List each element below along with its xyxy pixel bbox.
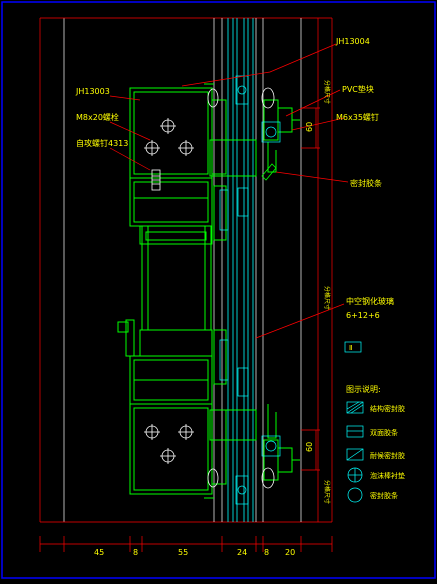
legend-item-3: 泡沫棒衬垫 xyxy=(370,471,405,480)
label-seal: 密封胶条 xyxy=(350,178,382,188)
label-jh13004: JH13004 xyxy=(335,37,370,46)
legend-symbols xyxy=(344,341,364,503)
label-m8x20: M8x20螺栓 xyxy=(76,112,119,122)
label-pvc: PVC垫块 xyxy=(342,84,374,94)
dim-bottom-5: 20 xyxy=(285,548,295,557)
legend-item-2: 耐候密封胶 xyxy=(370,451,405,460)
legend-item-0: 结构密封胶 xyxy=(370,404,405,413)
leader-lines xyxy=(39,18,349,552)
legend-item-1: 双面胶条 xyxy=(370,428,398,437)
dim-vertical-top: 分格尺寸 xyxy=(323,80,331,104)
dim-right-top: 60 xyxy=(305,122,314,132)
dim-right-bottom: 60 xyxy=(305,442,314,452)
legend-item-4: 密封胶条 xyxy=(370,491,398,500)
mullion-profile xyxy=(117,83,300,499)
legend-title: 图示说明: xyxy=(346,384,381,394)
dim-vertical-bottom: 分格尺寸 xyxy=(323,480,331,504)
label-jh13003: JH13003 xyxy=(75,87,110,96)
dim-bottom-4: 8 xyxy=(264,548,269,557)
label-st4313: 自攻螺钉4313 xyxy=(76,138,128,148)
dim-bottom-0: 45 xyxy=(94,548,104,557)
labels: JH13004 JH13003 PVC垫块 M8x20螺栓 M6x35螺钉 自攻… xyxy=(75,37,405,557)
dim-bottom-1: 8 xyxy=(133,548,138,557)
sealant xyxy=(219,75,281,505)
dim-bottom-2: 55 xyxy=(178,548,188,557)
dim-vertical-mid: 分格尺寸 xyxy=(323,286,331,310)
bolts xyxy=(144,118,194,464)
label-box: Ⅱ xyxy=(349,344,352,352)
label-m6x35: M6x35螺钉 xyxy=(336,112,379,122)
dim-bottom-3: 24 xyxy=(237,548,247,557)
gaskets xyxy=(207,87,277,489)
label-glass: 中空钢化玻璃 xyxy=(346,296,394,306)
label-glass-spec: 6+12+6 xyxy=(346,311,380,320)
